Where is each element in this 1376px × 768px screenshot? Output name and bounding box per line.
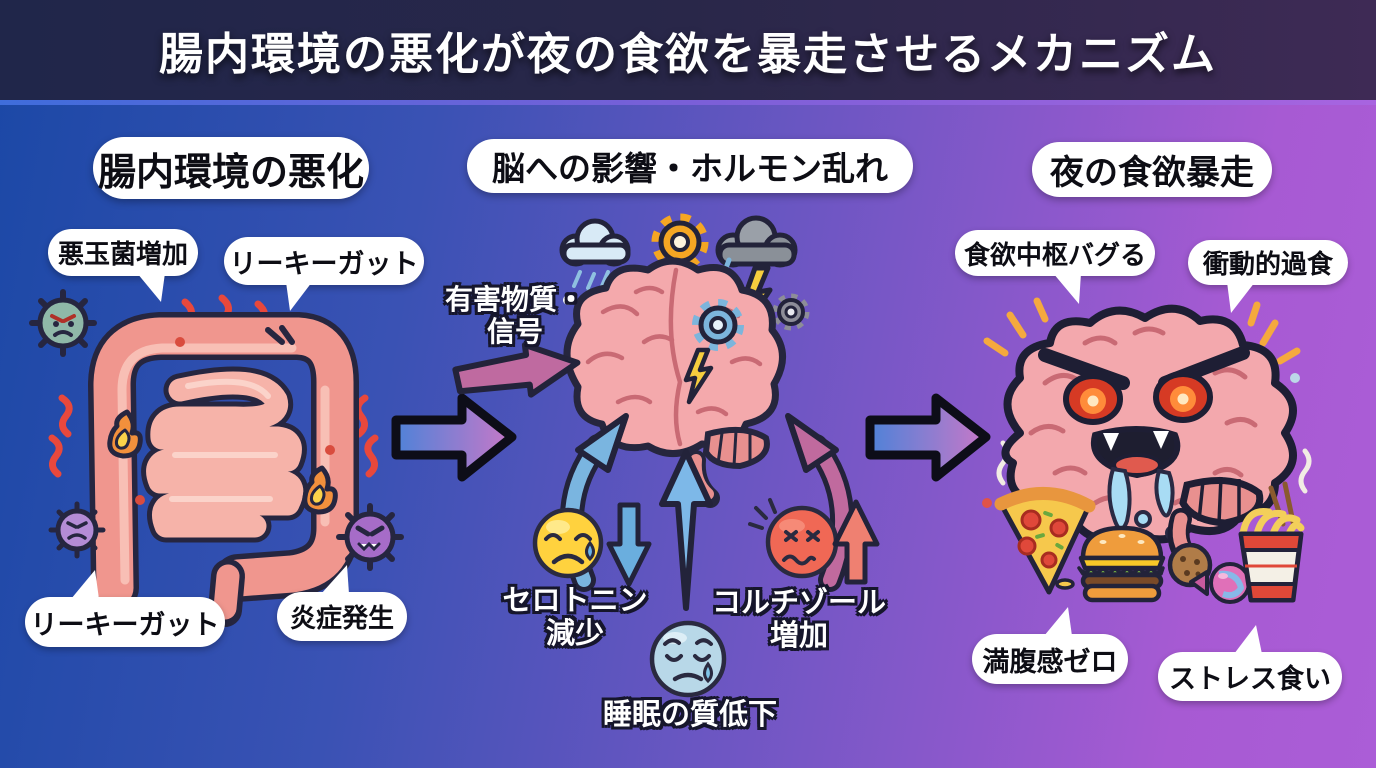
gear-icon — [651, 213, 709, 271]
gear-icon — [772, 293, 810, 331]
fang — [1103, 433, 1119, 451]
cortisol-curved-arrow-icon — [785, 413, 855, 592]
stress-marks — [748, 498, 777, 530]
bubble-impulsive-overeating-label: 衝動的過食 — [1202, 249, 1333, 279]
bubble-tail — [320, 565, 349, 594]
flame-icon — [107, 409, 338, 515]
sad-face-icon — [532, 507, 604, 579]
bubble-leaky-gut-bottom-label: リーキーガット — [30, 609, 220, 640]
large-intestine — [88, 312, 359, 627]
big-right-arrow-icon — [391, 393, 517, 482]
bubble-tail — [1227, 282, 1256, 313]
spark-icon — [983, 297, 1301, 365]
bubble-appetite-center-bug: 食欲中枢バグる — [955, 230, 1155, 304]
sleep-quality-label: 睡眠の質低下 — [602, 699, 777, 731]
cortisol-up-arrow-icon — [832, 499, 880, 585]
title-separator — [0, 100, 1376, 105]
storm-cloud-icon — [715, 215, 798, 268]
angry-brain-illustration — [982, 297, 1312, 572]
bubble-inflammation-label: 炎症発生 — [289, 603, 394, 633]
bubble-zero-fullness-label: 満腹感ゼロ — [982, 646, 1118, 677]
purple-spiky-virus-icon — [336, 503, 404, 571]
cup-noodle-icon — [1238, 481, 1305, 603]
bubble-leaky-gut-bottom: リーキーガット — [25, 570, 225, 647]
bubble-leaky-gut-top: リーキーガット — [224, 237, 424, 311]
bubble-impulsive-overeating: 衝動的過食 — [1188, 240, 1348, 313]
bubble-tail — [71, 570, 99, 599]
junk-food-illustration — [994, 481, 1305, 604]
angry-face-icon — [748, 498, 839, 579]
purple-virus-icon — [48, 501, 106, 559]
harmful-arrow-icon — [452, 341, 581, 398]
bubble-tail — [1053, 273, 1081, 304]
gut-section-header: 腸内環境の悪化 — [93, 137, 369, 199]
bubble-tail — [1233, 625, 1262, 654]
page-title: 腸内環境の悪化が夜の食欲を暴走させるメカニズム — [159, 30, 1217, 79]
bubble-inflammation: 炎症発生 — [277, 565, 407, 641]
intestine-illustration — [29, 289, 404, 627]
bubble-tail — [286, 282, 312, 311]
cortisol-label: コルチゾール 増加 — [711, 587, 886, 653]
serotonin-label: セロトニン 減少 — [502, 585, 648, 651]
bubble-appetite-center-bug-label: 食欲中枢バグる — [963, 239, 1146, 270]
lightning-icon — [683, 347, 714, 405]
gear-icon — [692, 299, 744, 351]
appetite-section-header: 夜の食欲暴走 — [1032, 142, 1272, 197]
fang — [1153, 431, 1169, 449]
green-virus-icon — [29, 289, 97, 357]
bubble-tail — [1044, 607, 1073, 636]
sleepy-face-icon — [649, 620, 727, 698]
rain-cloud-icon — [559, 218, 631, 302]
burger-icon — [1077, 525, 1166, 603]
bubble-stress-eating-label: ストレス食い — [1169, 664, 1331, 694]
small-intestine — [141, 366, 309, 543]
harmful-substances-label: 有害物質・ 信号 — [444, 284, 585, 348]
bubble-bad-bacteria: 悪玉菌増加 — [48, 229, 198, 302]
bubble-bad-bacteria-label: 悪玉菌増加 — [57, 239, 188, 269]
brain-illustration — [559, 213, 810, 508]
pizza-icon — [994, 487, 1096, 595]
bubble-tail — [137, 273, 165, 302]
sleep-up-arrow-icon — [659, 449, 713, 611]
glowing-eye-icon — [1063, 371, 1213, 425]
serotonin-down-arrow-icon — [606, 502, 652, 587]
dot-accent — [563, 295, 573, 305]
title-bar: 腸内環境の悪化が夜の食欲を暴走させるメカニズム — [0, 0, 1376, 100]
bubble-stress-eating: ストレス食い — [1158, 625, 1342, 701]
big-right-arrow-icon — [865, 393, 991, 482]
bubble-leaky-gut-top-label: リーキーガット — [229, 248, 419, 279]
brain-section-header: 脳への影響・ホルモン乱れ — [467, 139, 913, 193]
bubble-zero-fullness: 満腹感ゼロ — [972, 607, 1128, 684]
